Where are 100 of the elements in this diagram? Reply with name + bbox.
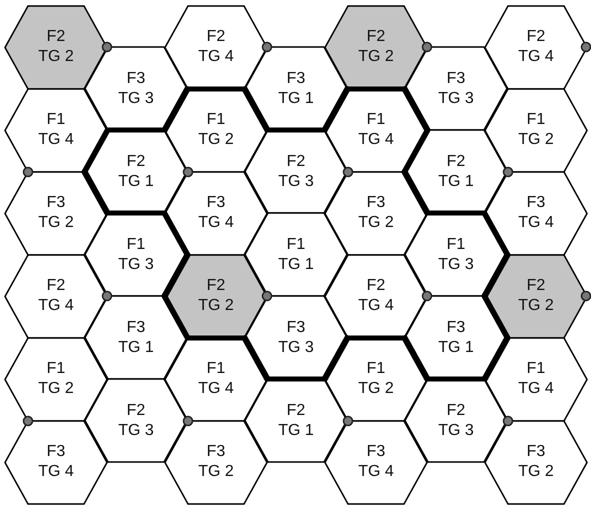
timing-group-label: TG 4 xyxy=(198,379,234,399)
hexagon-cell xyxy=(485,6,587,88)
timing-group-label: TG 3 xyxy=(438,254,474,274)
hexagon-cell xyxy=(245,130,347,213)
timing-group-label: TG 4 xyxy=(518,379,554,399)
frequency-label: F2 xyxy=(286,152,306,172)
hexagon-cell xyxy=(485,254,587,338)
timing-group-label: TG 4 xyxy=(358,130,394,150)
timing-group-label: TG 4 xyxy=(38,462,74,482)
frequency-label: F2 xyxy=(206,27,226,47)
timing-group-label: TG 4 xyxy=(358,296,394,316)
frequency-label: F2 xyxy=(526,27,546,47)
frequency-label: F3 xyxy=(286,68,306,88)
frequency-label: F3 xyxy=(286,318,306,338)
timing-group-label: TG 2 xyxy=(518,296,554,316)
frequency-label: F2 xyxy=(206,276,226,296)
frequency-label: F2 xyxy=(366,27,386,47)
hexagon-cell xyxy=(485,172,587,254)
frequency-label: F3 xyxy=(366,193,386,213)
timing-group-label: TG 3 xyxy=(118,88,154,108)
frequency-label: F1 xyxy=(46,110,66,130)
hexagon-cell xyxy=(325,6,427,88)
frequency-label: F3 xyxy=(126,68,146,88)
hexagon-cell xyxy=(5,6,107,88)
frequency-label: F3 xyxy=(206,442,226,462)
hexagon-cell xyxy=(165,172,267,254)
hexagon-cell xyxy=(485,338,587,420)
hexagon-cell xyxy=(5,172,107,254)
hexagon-cell xyxy=(5,254,107,338)
timing-group-label: TG 1 xyxy=(118,338,154,358)
timing-group-label: TG 2 xyxy=(38,213,74,233)
hexagon-cell xyxy=(85,379,187,462)
frequency-label: F3 xyxy=(366,442,386,462)
timing-group-label: TG 2 xyxy=(358,213,394,233)
timing-group-label: TG 3 xyxy=(118,420,154,440)
timing-group-label: TG 1 xyxy=(438,338,474,358)
timing-group-label: TG 1 xyxy=(278,254,314,274)
timing-group-label: TG 4 xyxy=(198,213,234,233)
frequency-label: F1 xyxy=(446,234,466,254)
hexagon-cell xyxy=(85,47,187,130)
timing-group-label: TG 1 xyxy=(118,172,154,192)
frequency-label: F3 xyxy=(526,193,546,213)
frequency-label: F1 xyxy=(526,359,546,379)
timing-group-label: TG 1 xyxy=(278,88,314,108)
timing-group-label: TG 2 xyxy=(38,47,74,67)
frequency-label: F1 xyxy=(366,110,386,130)
frequency-label: F3 xyxy=(526,442,546,462)
timing-group-label: TG 2 xyxy=(518,462,554,482)
frequency-label: F2 xyxy=(446,152,466,172)
frequency-label: F1 xyxy=(526,110,546,130)
hexagon-cell xyxy=(405,47,507,130)
frequency-label: F2 xyxy=(366,276,386,296)
timing-group-label: TG 2 xyxy=(198,462,234,482)
frequency-label: F2 xyxy=(526,276,546,296)
frequency-label: F1 xyxy=(206,110,226,130)
frequency-label: F2 xyxy=(286,400,306,420)
timing-group-label: TG 3 xyxy=(278,338,314,358)
timing-group-label: TG 1 xyxy=(278,420,314,440)
frequency-label: F2 xyxy=(126,152,146,172)
frequency-label: F1 xyxy=(206,359,226,379)
timing-group-label: TG 2 xyxy=(518,130,554,150)
hexagon-cell xyxy=(165,420,267,504)
frequency-label: F2 xyxy=(46,27,66,47)
frequency-label: F2 xyxy=(46,276,66,296)
frequency-label: F1 xyxy=(366,359,386,379)
timing-group-label: TG 2 xyxy=(198,130,234,150)
timing-group-label: TG 3 xyxy=(438,420,474,440)
frequency-label: F2 xyxy=(126,400,146,420)
frequency-label: F3 xyxy=(446,318,466,338)
frequency-label: F1 xyxy=(286,234,306,254)
timing-group-label: TG 3 xyxy=(278,172,314,192)
hexagon-cell xyxy=(245,379,347,462)
hexagon-cell xyxy=(85,296,187,379)
hexagon-cell xyxy=(5,420,107,504)
frequency-label: F1 xyxy=(46,359,66,379)
hexagon-cell xyxy=(485,88,587,172)
frequency-label: F1 xyxy=(126,234,146,254)
frequency-label: F3 xyxy=(46,442,66,462)
timing-group-label: TG 3 xyxy=(438,88,474,108)
timing-group-label: TG 2 xyxy=(358,379,394,399)
timing-group-label: TG 4 xyxy=(518,47,554,67)
hexagon-cell xyxy=(485,420,587,504)
timing-group-label: TG 4 xyxy=(358,462,394,482)
hexagon-cell xyxy=(325,172,427,254)
timing-group-label: TG 2 xyxy=(358,47,394,67)
frequency-label: F2 xyxy=(446,400,466,420)
timing-group-label: TG 2 xyxy=(38,379,74,399)
timing-group-label: TG 4 xyxy=(198,47,234,67)
hexagon-cell xyxy=(405,379,507,462)
frequency-label: F3 xyxy=(126,318,146,338)
hexagon-cell xyxy=(165,338,267,420)
frequency-label: F3 xyxy=(46,193,66,213)
timing-group-label: TG 2 xyxy=(198,296,234,316)
hexagon-cell xyxy=(245,213,347,296)
timing-group-label: TG 1 xyxy=(438,172,474,192)
hexagon-cell xyxy=(165,6,267,88)
timing-group-label: TG 3 xyxy=(118,254,154,274)
hexagon-cell xyxy=(325,420,427,504)
frequency-label: F3 xyxy=(206,193,226,213)
hexagon-cell xyxy=(5,88,107,172)
